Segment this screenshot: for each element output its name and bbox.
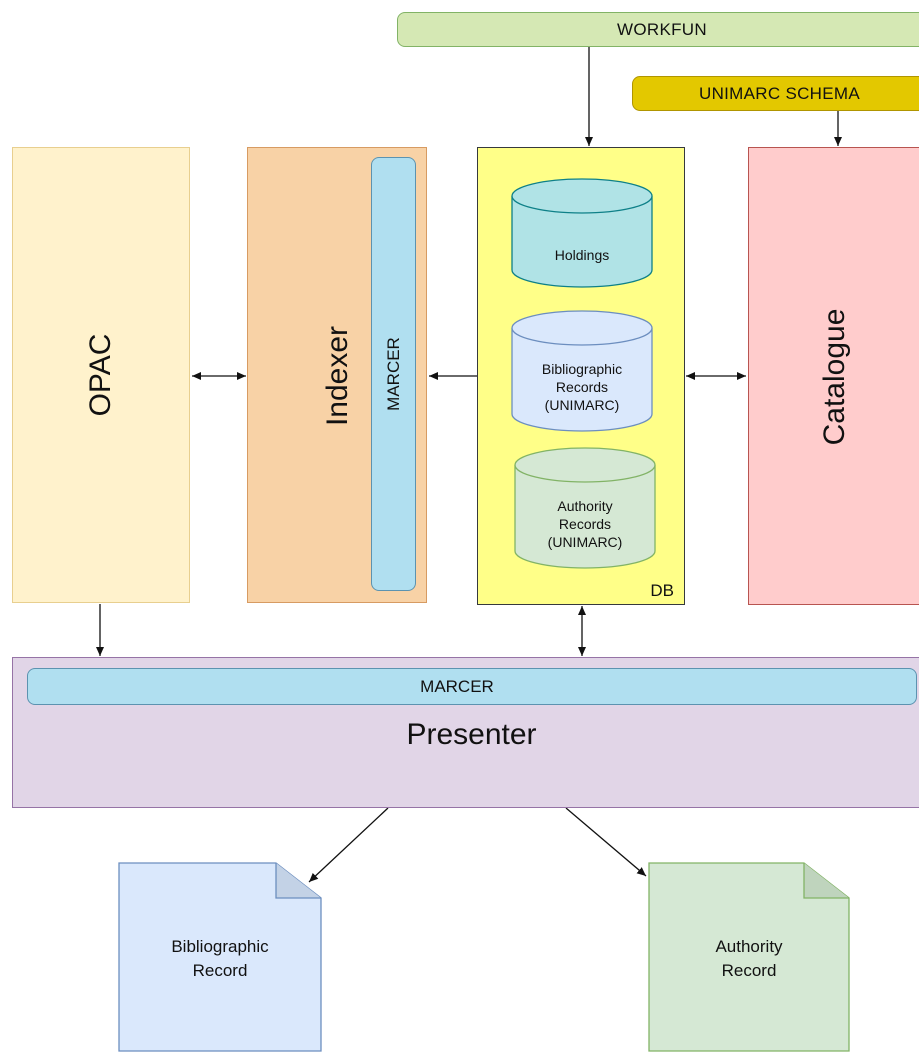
presenter-marcer-box: MARCER <box>27 668 917 705</box>
indexer-marcer-label: MARCER <box>383 337 403 411</box>
bibliographic-record-line2: Record <box>192 961 248 980</box>
workfun-box: WORKFUN <box>397 12 919 47</box>
authority-record-line1: Authority <box>715 937 783 956</box>
authority-records-cylinder: Authority Records (UNIMARC) <box>514 447 656 569</box>
holdings-cylinder-shape <box>511 178 653 288</box>
presenter-label: Presenter <box>406 718 537 751</box>
authority-records-line2: Records <box>558 516 612 532</box>
indexer-marcer-box: MARCER <box>371 157 416 591</box>
holdings-label: Holdings <box>554 247 610 263</box>
authority-record-doc: Authority Record <box>648 862 850 1052</box>
holdings-cylinder: Holdings <box>511 178 653 288</box>
bibliographic-record-line1: Bibliographic <box>171 937 269 956</box>
bibliographic-records-line2: Records <box>555 379 609 395</box>
workfun-label: WORKFUN <box>617 19 707 39</box>
unimarc-schema-label: UNIMARC SCHEMA <box>699 83 860 103</box>
authority-records-line1: Authority <box>557 498 613 514</box>
db-box: DB Holdings Bibliographic Records (UNIMA… <box>477 147 685 605</box>
bibliographic-records-label: Bibliographic Records (UNIMARC) <box>511 360 653 414</box>
db-label: DB <box>650 581 674 600</box>
authority-record-label: Authority Record <box>648 935 850 983</box>
presenter-marcer-label: MARCER <box>420 676 494 696</box>
bibliographic-records-cylinder-shape <box>511 310 653 432</box>
authority-records-cylinder-shape <box>514 447 656 569</box>
opac-box: OPAC <box>12 147 190 603</box>
catalogue-box: Catalogue <box>748 147 919 605</box>
bibliographic-record-doc-shape <box>118 862 322 1052</box>
authority-record-line2: Record <box>721 961 777 980</box>
bibliographic-record-doc: Bibliographic Record <box>118 862 322 1052</box>
authority-record-doc-shape <box>648 862 850 1052</box>
bibliographic-records-line3: (UNIMARC) <box>544 397 620 413</box>
bibliographic-records-line1: Bibliographic <box>541 361 623 377</box>
catalogue-label: Catalogue <box>818 308 851 446</box>
bibliographic-record-label: Bibliographic Record <box>118 935 322 983</box>
arrow-presenter-to-auth-record <box>565 807 647 877</box>
indexer-label: Indexer <box>321 325 354 427</box>
indexer-box: Indexer MARCER <box>247 147 427 603</box>
authority-records-label: Authority Records (UNIMARC) <box>514 497 656 551</box>
bibliographic-records-cylinder: Bibliographic Records (UNIMARC) <box>511 310 653 432</box>
presenter-box: MARCER Presenter <box>12 657 919 808</box>
opac-label: OPAC <box>84 333 117 417</box>
arrow-presenter-to-bib-record <box>308 807 389 883</box>
authority-records-line3: (UNIMARC) <box>547 534 623 550</box>
unimarc-schema-box: UNIMARC SCHEMA <box>632 76 919 111</box>
